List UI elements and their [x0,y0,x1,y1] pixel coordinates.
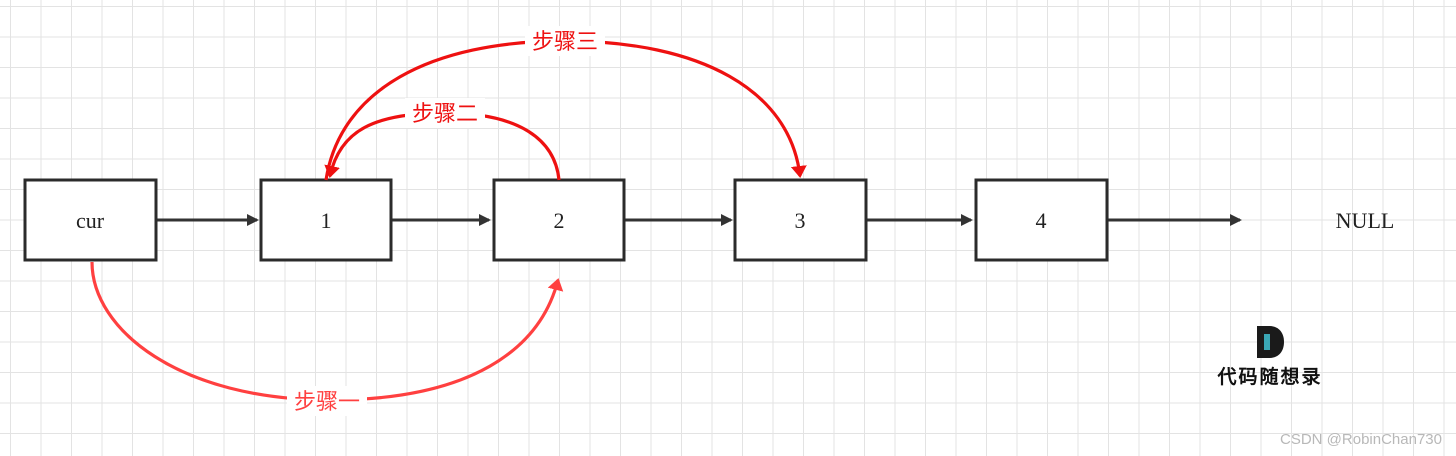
node-label: 3 [795,208,806,233]
step-three-curve [324,39,807,181]
node-label: 4 [1036,208,1047,233]
step-one-curve [90,261,564,402]
watermark: CSDN @RobinChan730 [1280,431,1442,448]
node-3: 3 [733,178,868,262]
node-label: 2 [554,208,565,233]
node-cur: cur [23,178,158,262]
step-three-label: 步骤三 [532,30,598,55]
logo-text: 代码随想录 [1217,366,1323,388]
null-label: NULL [1336,208,1395,233]
d-letter-logo-icon [1257,326,1284,358]
step-one: 步骤一 [90,261,564,416]
step-three: 步骤三 [324,26,807,181]
node-2: 2 [492,178,626,262]
node-label: 1 [321,208,332,233]
step-one-label: 步骤一 [294,390,360,415]
node-1: 1 [259,178,393,262]
step-two: 步骤二 [324,98,561,181]
node-4: 4 [974,178,1109,262]
node-label: cur [76,208,105,233]
logo: 代码随想录 [1210,322,1330,392]
step-two-label: 步骤二 [412,102,478,127]
